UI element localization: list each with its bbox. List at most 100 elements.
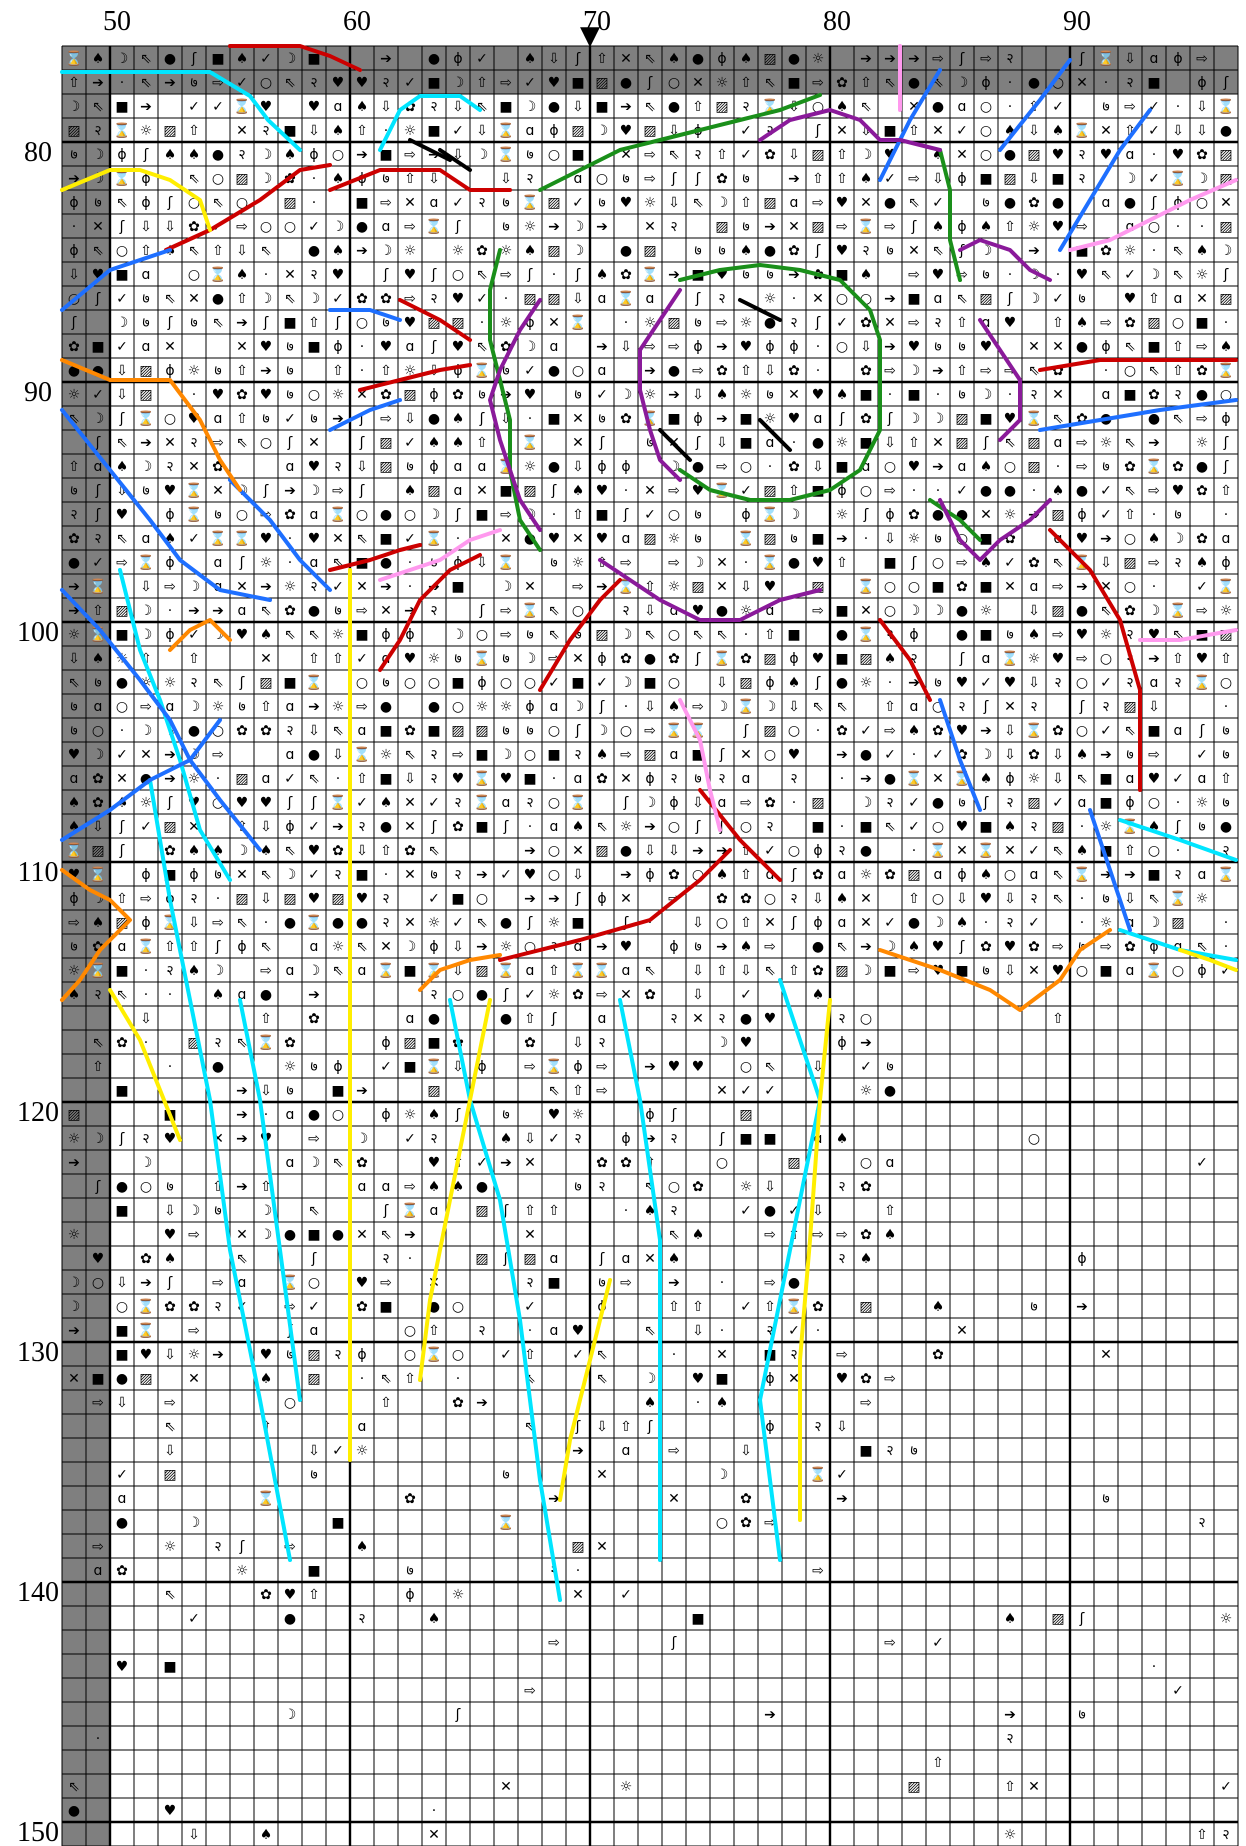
- stitch-symbol: ✿: [668, 651, 680, 667]
- stitch-symbol: ·: [912, 483, 916, 499]
- stitch-symbol: ϕ: [165, 627, 174, 643]
- stitch-symbol: ○: [1124, 579, 1136, 595]
- stitch-symbol: ○: [284, 1395, 296, 1411]
- stitch-symbol: ○: [548, 843, 560, 859]
- stitch-symbol: ɑ: [1030, 579, 1039, 595]
- stitch-symbol: ■: [787, 75, 800, 91]
- stitch-symbol: ϕ: [309, 147, 318, 163]
- stitch-symbol: ७: [502, 219, 509, 235]
- stitch-symbol: ☽: [1148, 915, 1161, 931]
- stitch-symbol: ʃ: [95, 1179, 101, 1195]
- stitch-symbol: ☼: [764, 291, 777, 307]
- stitch-symbol: ♠: [404, 483, 417, 499]
- stitch-symbol: ☼: [404, 243, 417, 259]
- stitch-symbol: ʃ: [167, 195, 173, 211]
- stitch-symbol: ✿: [1124, 459, 1136, 475]
- stitch-symbol: ⇩: [140, 219, 152, 235]
- stitch-symbol: ·: [864, 531, 868, 547]
- stitch-symbol: ✕: [500, 531, 512, 547]
- stitch-symbol: ७: [694, 315, 701, 331]
- stitch-symbol: ➔: [140, 435, 152, 451]
- stitch-symbol: ·: [792, 291, 796, 307]
- stitch-symbol: ⇩: [476, 123, 488, 139]
- stitch-symbol: ✿: [716, 171, 728, 187]
- stitch-symbol: ·: [360, 339, 364, 355]
- stitch-symbol: ʃ: [167, 315, 173, 331]
- stitch-symbol: ☽: [92, 411, 105, 427]
- stitch-symbol: ☼: [140, 795, 153, 811]
- stitch-symbol: ☼: [668, 579, 681, 595]
- stitch-symbol: ▨: [859, 1299, 872, 1315]
- stitch-symbol: ⌛: [113, 170, 130, 187]
- stitch-symbol: ⇧: [836, 171, 848, 187]
- stitch-symbol: ϕ: [885, 507, 894, 523]
- stitch-symbol: ⇖: [284, 627, 296, 643]
- stitch-symbol: ♠: [812, 987, 825, 1003]
- stitch-symbol: ·: [168, 603, 172, 619]
- stitch-symbol: ♥: [1076, 627, 1089, 643]
- stitch-symbol: ▨: [547, 291, 560, 307]
- stitch-symbol: ⇩: [1028, 675, 1040, 691]
- stitch-symbol: ♥: [404, 651, 417, 667]
- stitch-symbol: ▨: [403, 387, 416, 403]
- stitch-symbol: ʃ: [1079, 699, 1085, 715]
- stitch-symbol: ⇨: [500, 507, 512, 523]
- stitch-symbol: ➔: [476, 1395, 488, 1411]
- stitch-symbol: ●: [1052, 195, 1064, 211]
- stitch-symbol: ·: [528, 1323, 532, 1339]
- stitch-symbol: ⇩: [524, 1131, 536, 1147]
- stitch-symbol: ⇧: [1172, 339, 1184, 355]
- stitch-symbol: ✿: [668, 867, 680, 883]
- stitch-symbol: ⇩: [140, 1011, 152, 1027]
- stitch-symbol: २: [1006, 1731, 1013, 1747]
- stitch-symbol: ▨: [811, 795, 824, 811]
- stitch-symbol: ■: [307, 1563, 320, 1579]
- stitch-symbol: ○: [284, 219, 296, 235]
- stitch-symbol: ✓: [332, 1443, 344, 1459]
- stitch-symbol: ☽: [452, 627, 465, 643]
- stitch-symbol: ♥: [812, 651, 825, 667]
- stitch-symbol: ♥: [404, 267, 417, 283]
- stitch-symbol: ♥: [356, 75, 369, 91]
- stitch-symbol: ➔: [764, 1707, 776, 1723]
- stitch-symbol: ●: [284, 1611, 296, 1627]
- stitch-symbol: ■: [1099, 963, 1112, 979]
- stitch-symbol: ɑ: [550, 699, 559, 715]
- stitch-symbol: ⌛: [1097, 50, 1114, 67]
- stitch-symbol: ♠: [1196, 555, 1209, 571]
- stitch-symbol: ■: [907, 387, 920, 403]
- stitch-symbol: ➔: [188, 603, 200, 619]
- stitch-symbol: ▨: [307, 1347, 320, 1363]
- stitch-symbol: ⇧: [524, 1203, 536, 1219]
- stitch-symbol: २: [838, 1251, 845, 1267]
- stitch-symbol: ☽: [860, 963, 873, 979]
- stitch-symbol: ɑ: [838, 867, 847, 883]
- stitch-symbol: ʃ: [239, 555, 245, 571]
- stitch-symbol: ·: [528, 411, 532, 427]
- stitch-symbol: ϕ: [789, 339, 798, 355]
- stitch-symbol: ⇨: [1196, 411, 1208, 427]
- stitch-symbol: ⇨: [764, 1227, 776, 1243]
- stitch-symbol: ✿: [836, 723, 848, 739]
- stitch-symbol: ▨: [307, 1371, 320, 1387]
- stitch-symbol: ☽: [1028, 291, 1041, 307]
- stitch-symbol: ☼: [644, 195, 657, 211]
- stitch-symbol: ϕ: [165, 555, 174, 571]
- stitch-symbol: ✿: [404, 723, 416, 739]
- stitch-symbol: ɑ: [286, 1107, 295, 1123]
- stitch-symbol: ☼: [332, 627, 345, 643]
- stitch-symbol: २: [526, 1275, 533, 1291]
- stitch-symbol: ·: [120, 75, 124, 91]
- stitch-symbol: ⇖: [1148, 363, 1160, 379]
- stitch-symbol: ✿: [452, 1395, 464, 1411]
- stitch-symbol: ●: [932, 99, 944, 115]
- stitch-symbol: ♠: [164, 147, 177, 163]
- stitch-symbol: ☼: [1100, 627, 1113, 643]
- stitch-symbol: ⇨: [524, 1059, 536, 1075]
- stitch-symbol: ✓: [1028, 843, 1040, 859]
- stitch-symbol: ⇩: [812, 459, 824, 475]
- stitch-symbol: ▨: [763, 531, 776, 547]
- stitch-symbol: ♥: [980, 339, 993, 355]
- stitch-symbol: ✓: [428, 891, 440, 907]
- stitch-symbol: ♥: [452, 291, 465, 307]
